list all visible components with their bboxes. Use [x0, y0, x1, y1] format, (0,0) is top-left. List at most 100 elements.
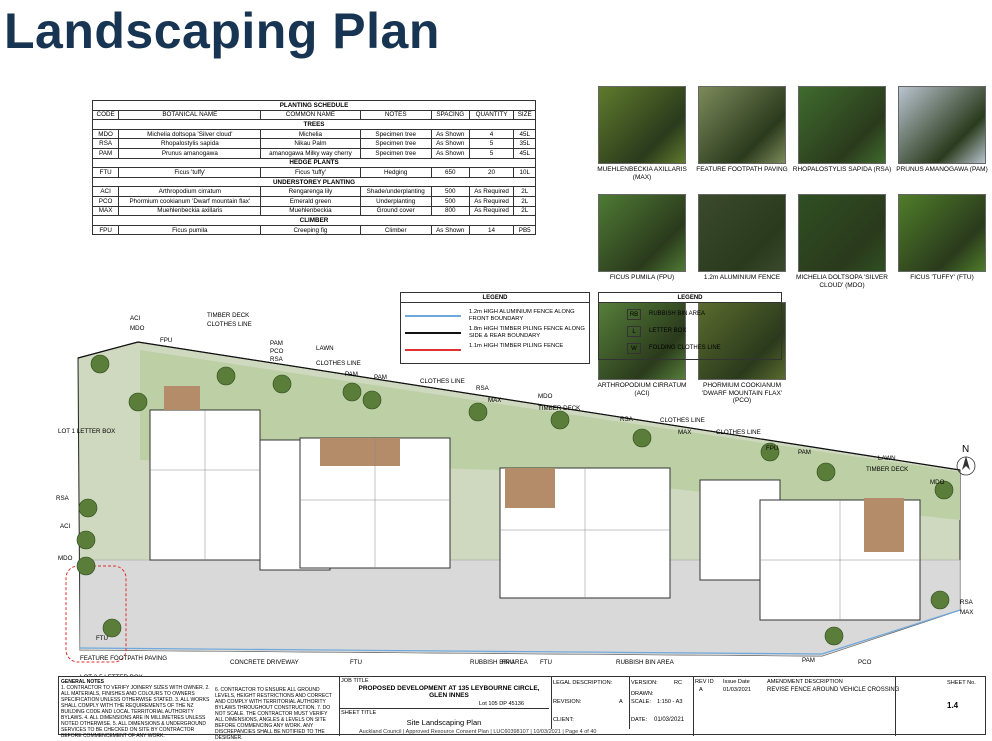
table-cell: Specimen tree [359, 128, 432, 140]
column-header: COMMON NAME [260, 109, 361, 121]
tree-symbol [824, 626, 844, 646]
table-cell: Hedging [359, 167, 432, 178]
schedule-section-row: CLIMBER [92, 215, 536, 226]
section-name: CLIMBER [92, 215, 536, 226]
rev-id: A [699, 687, 703, 693]
table-cell: As Required [468, 186, 515, 197]
sheet-no-label: SHEET No. [947, 680, 976, 686]
tree-symbol [76, 530, 96, 550]
general-notes-title: GENERAL NOTES [61, 679, 104, 685]
tree-symbol [272, 374, 292, 394]
lot-description: Lot 105 DP 45136 [479, 701, 524, 707]
title-block: GENERAL NOTES 1. CONTRACTOR TO VERIFY JO… [58, 676, 986, 741]
legend-item: 1.1m HIGH TIMBER PILING FENCE [405, 343, 585, 357]
plan-label: RSA [270, 356, 284, 363]
column-header: SIZE [513, 109, 536, 121]
table-cell: As Required [468, 195, 515, 207]
fence-line-swatch [405, 349, 461, 351]
legend-symbol: W [627, 343, 641, 354]
table-cell: Ficus pumila [118, 224, 262, 236]
table-cell: PB5 [513, 224, 536, 236]
table-cell: Ficus 'tuffy' [118, 167, 262, 178]
general-notes: GENERAL NOTES 1. CONTRACTOR TO VERIFY JO… [61, 679, 211, 739]
photo-caption: 1.2m ALUMINIUM FENCE [703, 274, 781, 281]
table-cell: 45L [513, 128, 536, 140]
plan-label: RUBBISH BIN AREA [470, 659, 529, 666]
plan-label: ACI [60, 523, 71, 530]
aluminium-fence [79, 609, 961, 655]
revision-cloud [65, 565, 127, 663]
table-cell: Muehlenbeckia [260, 205, 361, 217]
plan-label: PCO [270, 348, 284, 355]
photo-caption: RHOPALOSTYLIS SAPIDA (RSA) [792, 166, 892, 173]
section-name: HEDGE PLANTS [92, 157, 536, 169]
plan-label: LAWN [316, 345, 334, 352]
table-cell: Shade/underplanting [359, 186, 432, 197]
table-cell: 4 [468, 128, 515, 140]
tree-symbol [102, 618, 122, 638]
table-cell: Nikau Palm [260, 138, 361, 149]
plan-label: RSA [56, 495, 70, 502]
table-cell: Muehlenbeckia axillaris [118, 205, 262, 217]
tree-symbol [550, 410, 570, 430]
table-cell: As Shown [430, 224, 470, 236]
client-label: CLIENT: [553, 717, 574, 723]
scale-value: 1:150 - A3 [657, 699, 683, 705]
schedule-section-row: TREES [92, 119, 536, 130]
sheet-title-label: SHEET TITLE [341, 710, 377, 716]
table-cell: 5 [468, 138, 515, 149]
date-value: 01/03/2021 [654, 717, 685, 723]
section-name: UNDERSTOREY PLANTING [92, 176, 536, 188]
sheet-number: 1.4 [947, 701, 959, 710]
amendment-label: AMENDMENT DESCRIPTION [767, 679, 843, 685]
fence-line-swatch [405, 315, 461, 317]
plan-label: FTU [350, 659, 362, 666]
fence-line-swatch [405, 332, 461, 334]
tree-symbol [362, 390, 382, 410]
plan-label: LOT 2-5 LETTER BOX [80, 674, 143, 676]
plan-label: TIMBER DECK [207, 312, 250, 319]
tree-symbol [934, 480, 954, 500]
table-cell: Creeping fig [260, 224, 361, 236]
plan-label: CLOTHES LINE [207, 321, 252, 328]
schedule-title: PLANTING SCHEDULE [92, 100, 536, 111]
legend-item: 1.8m HIGH TIMBER PILING FENCE ALONG SIDE… [405, 326, 585, 340]
table-cell: 2L [513, 186, 536, 197]
legend-text: FOLDING CLOTHES LINE [649, 345, 721, 351]
table-cell: PCO [91, 195, 120, 207]
table-cell: 14 [468, 224, 515, 236]
table-cell: As Shown [430, 138, 470, 149]
photo-caption: FEATURE FOOTPATH PAVING [696, 166, 788, 173]
floor-plan-walls [150, 410, 920, 620]
schedule-section-row: HEDGE PLANTS [92, 157, 536, 169]
legend-text: 1.1m HIGH TIMBER PILING FENCE [469, 343, 564, 349]
schedule-title-row: PLANTING SCHEDULE [92, 100, 536, 111]
tree-symbol [930, 590, 950, 610]
table-cell: MAX [91, 205, 120, 217]
timber-fence [77, 341, 961, 471]
revision-label: REVISION: [553, 699, 582, 705]
north-label: N [962, 444, 969, 455]
table-cell: 35L [513, 138, 536, 149]
plan-label: FTU [96, 635, 108, 642]
plant-photo [798, 86, 886, 164]
table-cell: 500 [430, 195, 470, 207]
plan-label: PAM [270, 340, 283, 347]
timber-deck [164, 386, 200, 410]
plan-label: FPU [160, 337, 172, 344]
table-cell: ACI [91, 186, 120, 197]
legend-text: LETTER BOX [649, 328, 687, 334]
legal-description-label: LEGAL DESCRIPTION: [553, 680, 613, 686]
plan-label: FTU [540, 659, 552, 666]
table-cell: FTU [91, 167, 120, 178]
rev-id-label: REV ID [695, 679, 714, 685]
tree-symbol [216, 366, 236, 386]
tree-symbol [78, 498, 98, 518]
page-title: Landscaping Plan [4, 3, 440, 59]
